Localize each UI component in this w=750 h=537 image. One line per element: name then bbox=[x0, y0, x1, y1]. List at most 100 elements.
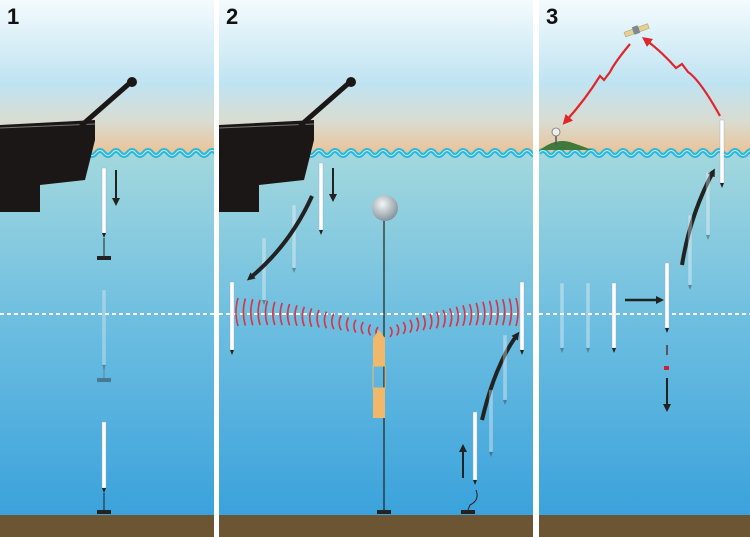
panel-background bbox=[219, 0, 533, 537]
acoustic-wave-arc bbox=[308, 307, 313, 328]
float-tip bbox=[473, 480, 477, 485]
float-tip bbox=[688, 285, 692, 290]
float-body bbox=[611, 282, 617, 349]
acoustic-wave-arc bbox=[235, 297, 239, 327]
source-top bbox=[373, 338, 385, 366]
float-icon bbox=[291, 204, 297, 273]
float-icon bbox=[472, 411, 478, 485]
acoustic-wave-arc bbox=[257, 299, 261, 326]
radio-signal-icon bbox=[642, 36, 721, 117]
float-tip bbox=[102, 365, 106, 370]
acoustic-wave-arc bbox=[316, 309, 320, 328]
arrow-icon bbox=[246, 195, 314, 281]
float-icon bbox=[101, 167, 107, 238]
anchor-weight-icon bbox=[377, 510, 391, 514]
acoustic-wave-arc bbox=[482, 301, 486, 326]
float-tip bbox=[102, 488, 106, 493]
float-icon bbox=[261, 237, 267, 305]
float-tip bbox=[292, 268, 296, 273]
water bbox=[0, 152, 214, 516]
float-body bbox=[488, 389, 494, 453]
weight-base bbox=[377, 510, 391, 514]
sky bbox=[539, 0, 750, 152]
panel-label-3: 3 bbox=[546, 4, 559, 29]
panel-background bbox=[0, 0, 214, 537]
float-body bbox=[101, 167, 107, 234]
acoustic-wave-arc bbox=[455, 306, 460, 327]
arrow-icon bbox=[680, 168, 715, 266]
float-tip bbox=[720, 183, 724, 188]
seabed bbox=[0, 515, 214, 537]
satellite-icon bbox=[623, 23, 650, 38]
float-icon bbox=[488, 389, 494, 457]
crane-tip bbox=[346, 77, 356, 87]
water bbox=[539, 152, 750, 516]
acoustic-wave-arc bbox=[242, 298, 247, 326]
acoustic-wave-arc bbox=[488, 300, 493, 326]
float-body bbox=[585, 282, 591, 349]
acoustic-wave-arc bbox=[360, 321, 364, 335]
float-tip bbox=[665, 328, 669, 333]
ship-rail bbox=[0, 123, 96, 129]
seabed bbox=[539, 515, 750, 537]
acoustic-signal bbox=[235, 297, 519, 338]
acoustic-wave-arc bbox=[249, 298, 254, 326]
acoustic-wave-arc bbox=[330, 313, 335, 330]
float-part bbox=[664, 366, 669, 370]
anchor-weight-icon bbox=[97, 510, 111, 514]
anchor-weight-icon bbox=[97, 378, 111, 382]
float-part bbox=[666, 345, 668, 355]
wave-highlight bbox=[539, 150, 750, 156]
float-icon bbox=[229, 281, 235, 355]
float-icon bbox=[101, 421, 107, 493]
anchor-weight-icon bbox=[461, 510, 475, 514]
ship-icon bbox=[219, 120, 314, 212]
weight-base bbox=[461, 510, 475, 514]
satellite-body bbox=[631, 25, 641, 35]
acoustic-wave-arc bbox=[442, 309, 446, 328]
weight-base bbox=[97, 378, 111, 382]
acoustic-wave-arc bbox=[415, 317, 420, 332]
panel-label-1: 1 bbox=[7, 4, 20, 29]
acoustic-wave-arc bbox=[468, 303, 473, 326]
float-body bbox=[291, 204, 297, 269]
acoustic-wave-arc bbox=[409, 319, 413, 334]
acoustic-wave-arc bbox=[286, 303, 291, 326]
float-tip bbox=[319, 230, 323, 235]
acoustic-wave-arc bbox=[345, 317, 350, 332]
ground-station-icon bbox=[551, 127, 561, 145]
acoustic-wave-arc bbox=[501, 298, 506, 326]
float-icon bbox=[519, 281, 525, 355]
float-tip bbox=[503, 400, 507, 405]
acoustic-wave-arc bbox=[515, 297, 519, 327]
float-icon bbox=[719, 119, 725, 188]
acoustic-wave-arc bbox=[389, 326, 393, 338]
acoustic-source-icon bbox=[372, 330, 386, 418]
buoy-sphere-icon bbox=[372, 195, 398, 221]
acoustic-wave-arc bbox=[264, 300, 269, 326]
acoustic-wave-arc bbox=[301, 306, 306, 327]
ship-icon bbox=[0, 120, 95, 212]
radio-signal-icon bbox=[562, 43, 631, 125]
crane-tip bbox=[127, 77, 137, 87]
source-cap bbox=[373, 330, 385, 338]
float-tip bbox=[706, 235, 710, 240]
acoustic-wave-arc bbox=[294, 305, 298, 327]
float-tip bbox=[489, 452, 493, 457]
float-icon bbox=[705, 171, 711, 240]
float-tip bbox=[520, 350, 524, 355]
acoustic-wave-arc bbox=[338, 315, 342, 331]
acoustic-wave-arc bbox=[279, 302, 283, 326]
float-body bbox=[559, 282, 565, 349]
acoustic-wave-arc bbox=[435, 311, 440, 329]
acoustic-wave-arc bbox=[495, 299, 499, 326]
float-body bbox=[229, 281, 235, 351]
weight-base bbox=[97, 256, 111, 260]
float-icon bbox=[611, 282, 617, 353]
ship-crane bbox=[298, 79, 353, 128]
dish bbox=[551, 127, 561, 137]
source-bottom bbox=[373, 388, 385, 418]
float-body bbox=[705, 171, 711, 236]
panel-background bbox=[539, 0, 750, 537]
